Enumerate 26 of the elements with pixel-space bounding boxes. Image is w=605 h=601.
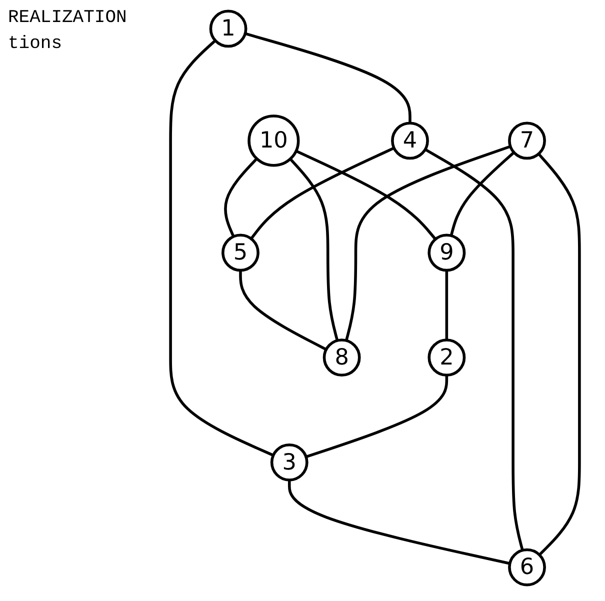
connector	[424, 148, 524, 551]
node-circle: 4	[391, 122, 429, 160]
node-circle: 7	[508, 122, 546, 160]
node-circle: 8	[322, 338, 361, 376]
connector	[169, 40, 274, 457]
heading-text: REALIZATION	[8, 8, 127, 28]
connector	[244, 32, 412, 124]
connector	[344, 145, 511, 341]
connector	[295, 150, 436, 240]
connector	[288, 480, 510, 565]
node-circle: 6	[508, 548, 546, 586]
node-circle: 3	[270, 443, 308, 482]
node-circle: 10	[248, 114, 300, 167]
node-circle: 2	[428, 338, 466, 376]
connector	[450, 151, 515, 236]
node-circle: 9	[428, 234, 466, 272]
node-circle: 1	[209, 10, 248, 48]
connector	[250, 146, 395, 240]
connector	[306, 375, 448, 458]
heading-text: tions	[8, 34, 64, 54]
node-circle: 5	[222, 234, 260, 272]
connector	[445, 270, 448, 340]
connector	[239, 270, 327, 351]
connector	[224, 158, 258, 238]
connector	[538, 152, 581, 556]
connector	[289, 158, 339, 341]
